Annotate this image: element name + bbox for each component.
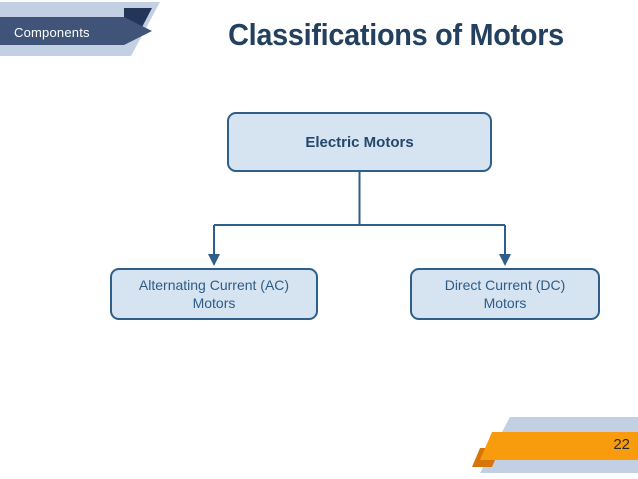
diagram-node-dc-motors[interactable]: Direct Current (DC) Motors bbox=[410, 268, 600, 320]
diagram-node-label-wrapper: Alternating Current (AC) Motors bbox=[133, 276, 295, 312]
page-ribbon-shape bbox=[472, 417, 638, 473]
diagram-node-electric-motors[interactable]: Electric Motors bbox=[227, 112, 492, 172]
diagram-node-label-line1: Direct Current (DC) bbox=[444, 277, 566, 293]
arrowhead-dc-icon bbox=[499, 254, 511, 266]
diagram-node-label-line2: Motors bbox=[192, 295, 236, 311]
page-title: Classifications of Motors bbox=[228, 17, 564, 52]
section-banner-label: Components bbox=[14, 25, 90, 40]
arrowhead-ac-icon bbox=[208, 254, 220, 266]
diagram-node-label-line1: Alternating Current (AC) bbox=[138, 277, 290, 293]
page-number-ribbon: 22 bbox=[470, 415, 638, 479]
banner-ribbon-shape bbox=[0, 17, 152, 45]
page-number: 22 bbox=[613, 436, 630, 453]
section-banner-shape bbox=[0, 2, 160, 56]
diagram-node-ac-motors[interactable]: Alternating Current (AC) Motors bbox=[110, 268, 318, 320]
diagram-node-label-line2: Motors bbox=[483, 295, 527, 311]
page-ribbon-band-shape bbox=[480, 432, 638, 460]
diagram-node-label-wrapper: Direct Current (DC) Motors bbox=[439, 276, 572, 312]
diagram-node-label: Electric Motors bbox=[305, 133, 414, 151]
section-banner: Components bbox=[0, 0, 200, 62]
